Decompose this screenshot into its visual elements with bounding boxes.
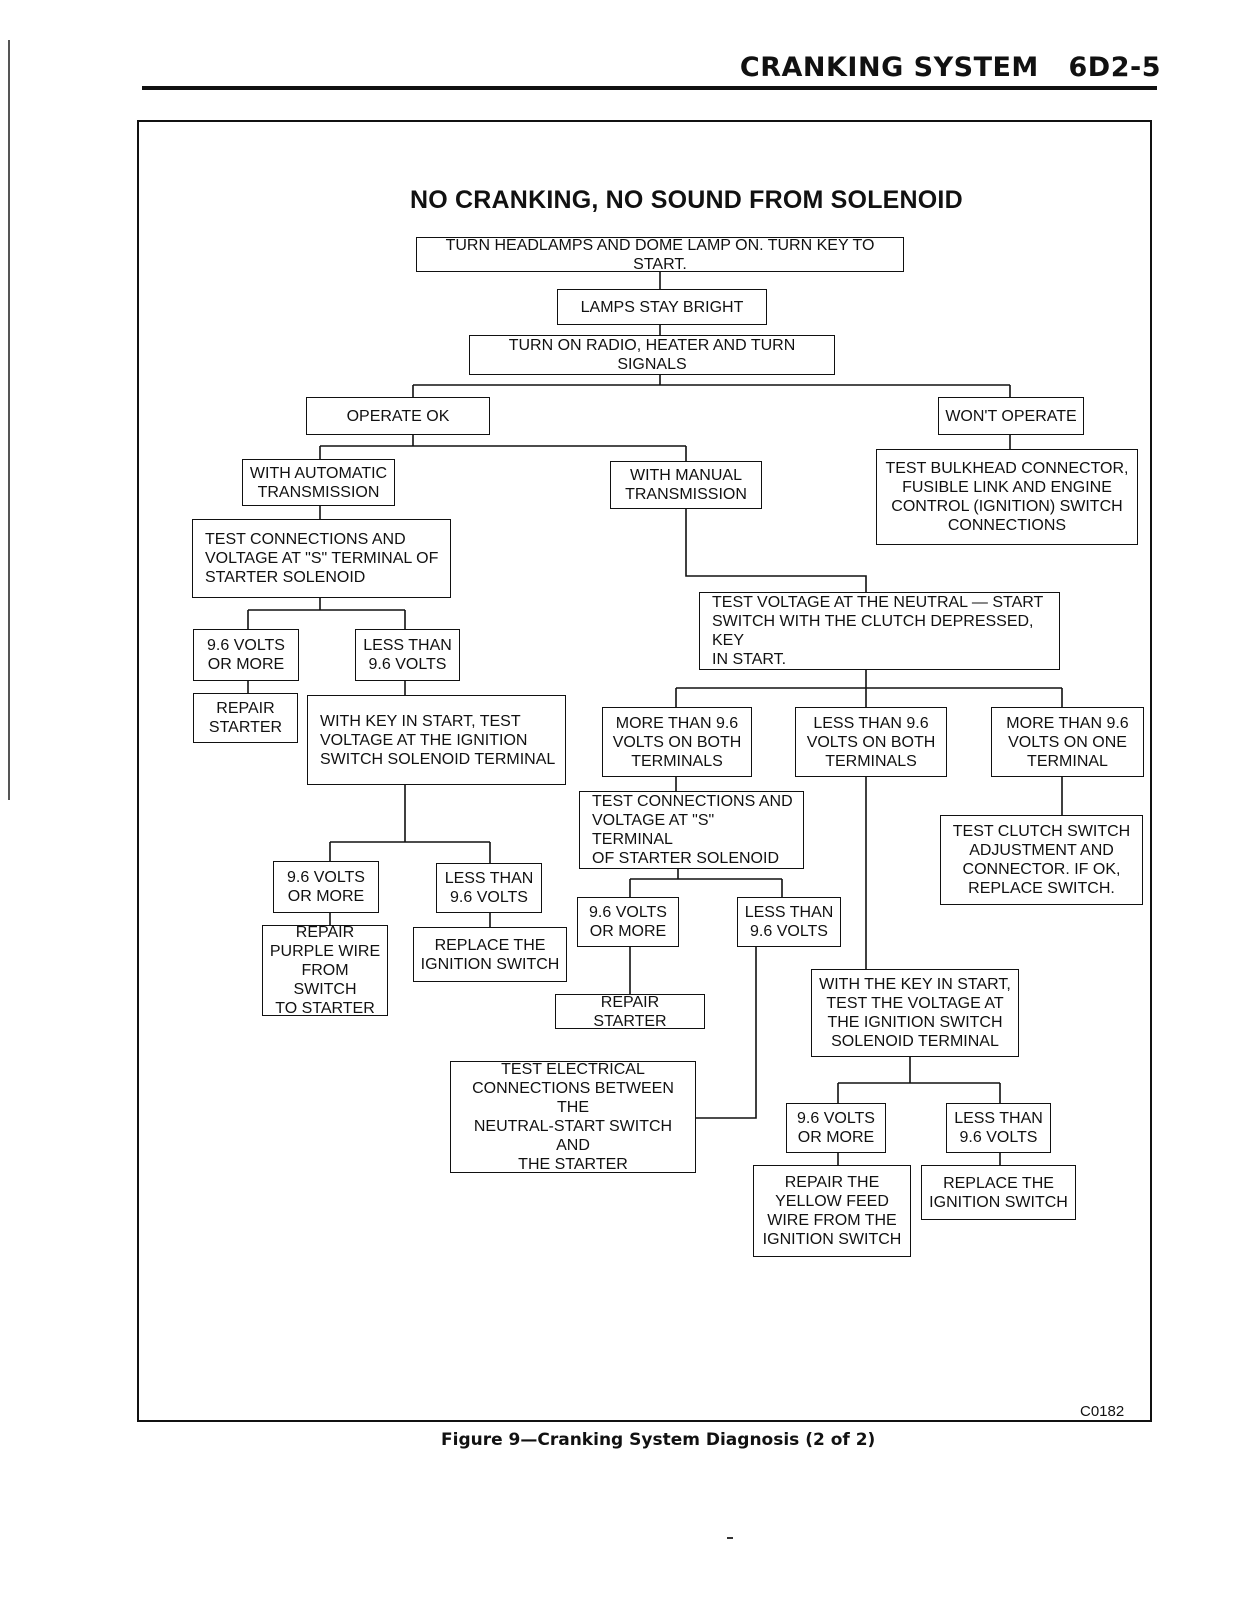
result-lamps-stay-bright: LAMPS STAY BRIGHT	[557, 289, 767, 325]
test-s-terminal-automatic: TEST CONNECTIONS AND VOLTAGE AT "S" TERM…	[192, 519, 451, 598]
connector-n4-split	[319, 434, 687, 462]
result-wont-operate: WON'T OPERATE	[938, 397, 1084, 435]
step-turn-on-radio: TURN ON RADIO, HEATER AND TURN SIGNALS	[469, 335, 835, 375]
connector-n18-split	[629, 868, 783, 898]
page-header: CRANKING SYSTEM 6D2-5	[740, 52, 1161, 83]
manual-more-than-9-6-both: MORE THAN 9.6 VOLTS ON BOTH TERMINALS	[602, 707, 752, 777]
action-repair-starter-auto: REPAIR STARTER	[193, 693, 298, 743]
manual-s-9-6-volts-or-more: 9.6 VOLTS OR MORE	[577, 897, 679, 947]
branch-manual-transmission: WITH MANUAL TRANSMISSION	[610, 461, 762, 509]
result-operate-ok: OPERATE OK	[306, 397, 490, 435]
test-s-terminal-manual: TEST CONNECTIONS AND VOLTAGE AT "S" TERM…	[579, 791, 804, 869]
figure-frame	[137, 120, 1152, 1422]
auto-ign-9-6-volts-or-more: 9.6 VOLTS OR MORE	[273, 861, 379, 913]
connector-n27-split	[837, 1056, 1001, 1104]
manual-ign-9-6-volts-or-more: 9.6 VOLTS OR MORE	[786, 1103, 886, 1153]
manual-less-than-9-6-both: LESS THAN 9.6 VOLTS ON BOTH TERMINALS	[795, 707, 947, 777]
section-title: CRANKING SYSTEM	[739, 52, 1039, 83]
step-turn-headlamps: TURN HEADLAMPS AND DOME LAMP ON. TURN KE…	[416, 237, 904, 273]
test-neutral-start-switch: TEST VOLTAGE AT THE NEUTRAL — START SWIT…	[699, 592, 1060, 670]
page-number: 6D2-5	[1068, 52, 1161, 83]
manual-s-less-than-9-6-volts: LESS THAN 9.6 VOLTS	[737, 897, 841, 947]
branch-automatic-transmission: WITH AUTOMATIC TRANSMISSION	[242, 459, 395, 506]
header-rule	[142, 86, 1157, 90]
connector-n3-split	[412, 374, 1011, 398]
figure-code: C0182	[1080, 1403, 1125, 1420]
action-repair-yellow-feed-wire: REPAIR THE YELLOW FEED WIRE FROM THE IGN…	[753, 1165, 911, 1257]
connector-n14-split	[675, 669, 1063, 708]
test-ignition-switch-solenoid-auto: WITH KEY IN START, TEST VOLTAGE AT THE I…	[307, 695, 566, 785]
manual-ign-less-than-9-6-volts: LESS THAN 9.6 VOLTS	[946, 1103, 1051, 1153]
test-bulkhead-connector: TEST BULKHEAD CONNECTOR, FUSIBLE LINK AN…	[876, 449, 1138, 545]
manual-more-than-9-6-one: MORE THAN 9.6 VOLTS ON ONE TERMINAL	[991, 707, 1144, 777]
scan-speck	[727, 1537, 733, 1539]
figure-caption: Figure 9—Cranking System Diagnosis (2 of…	[441, 1430, 876, 1450]
action-repair-purple-wire: REPAIR PURPLE WIRE FROM SWITCH TO STARTE…	[262, 924, 388, 1017]
auto-less-than-9-6-volts: LESS THAN 9.6 VOLTS	[355, 629, 460, 681]
auto-ign-less-than-9-6-volts: LESS THAN 9.6 VOLTS	[436, 863, 542, 913]
connector-n25-n28	[696, 946, 757, 1119]
scan-edge-mark	[8, 40, 10, 800]
connector-n9-split	[247, 597, 406, 630]
action-replace-ignition-switch-manual: REPLACE THE IGNITION SWITCH	[921, 1165, 1076, 1220]
action-repair-starter-manual: REPAIR STARTER	[555, 994, 705, 1030]
test-clutch-switch: TEST CLUTCH SWITCH ADJUSTMENT AND CONNEC…	[940, 815, 1143, 905]
auto-9-6-volts-or-more: 9.6 VOLTS OR MORE	[193, 629, 299, 681]
action-replace-ignition-switch-auto: REPLACE THE IGNITION SWITCH	[413, 927, 567, 982]
connector-n13-split	[329, 784, 491, 864]
test-ignition-switch-solenoid-manual: WITH THE KEY IN START, TEST THE VOLTAGE …	[811, 969, 1019, 1057]
test-electrical-connections-neutral-start: TEST ELECTRICAL CONNECTIONS BETWEEN THE …	[450, 1061, 696, 1173]
flowchart-title: NO CRANKING, NO SOUND FROM SOLENOID	[410, 186, 963, 214]
connector-n8-n14	[685, 508, 867, 593]
